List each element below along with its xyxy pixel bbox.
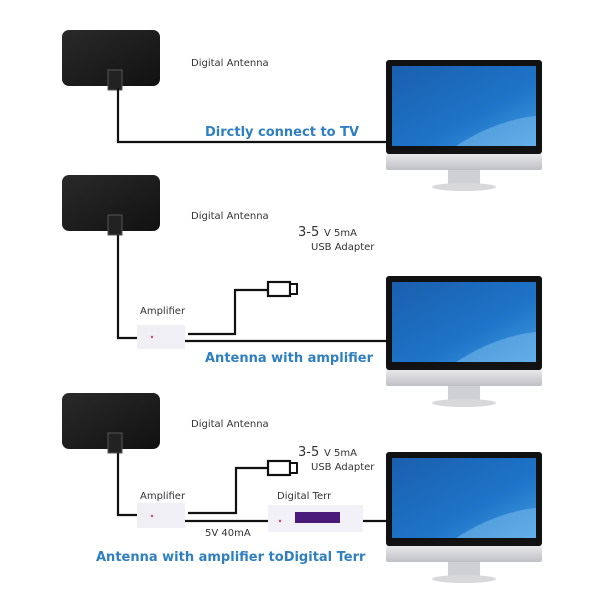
antenna-label: Digital Antenna <box>191 419 269 430</box>
usb-adapter-label: USB Adapter <box>311 462 375 473</box>
digital-terr-label: Digital Terr <box>277 491 332 502</box>
amplifier-box <box>137 503 185 528</box>
section-caption: Antenna with amplifier toDigital Terr <box>96 550 366 565</box>
usb-cable <box>188 466 268 515</box>
usb-plug-icon <box>266 459 299 477</box>
cable <box>116 235 137 340</box>
usb-plug-icon <box>266 280 299 298</box>
antenna-icon <box>61 29 161 91</box>
antenna-icon <box>61 392 161 454</box>
tv-monitor-icon <box>386 276 542 407</box>
section-direct: Digital Antenna Dirctly connect to TV <box>61 29 542 191</box>
cable <box>116 88 390 144</box>
antenna-label: Digital Antenna <box>191 58 269 69</box>
section-amplifier: Digital Antenna 3-5 V 5mA USB Adapter Am… <box>61 174 542 407</box>
voltage-value: 3-5 <box>298 445 319 460</box>
usb-cable <box>188 288 268 336</box>
cable <box>116 453 137 517</box>
section-caption: Dirctly connect to TV <box>205 125 359 140</box>
antenna-label: Digital Antenna <box>191 211 269 222</box>
terr-display <box>295 512 340 523</box>
tv-monitor-icon <box>386 452 542 583</box>
tv-monitor-icon <box>386 60 542 191</box>
section-caption: Antenna with amplifier <box>205 351 374 366</box>
voltage-value: 3-5 <box>298 225 319 240</box>
antenna-icon <box>61 174 161 236</box>
amplifier-label: Amplifier <box>140 306 186 317</box>
voltage-unit: V 5mA <box>324 448 357 459</box>
voltage-unit: V 5mA <box>324 228 357 239</box>
amplifier-box <box>137 325 185 349</box>
section-digital-terr: Digital Antenna 3-5 V 5mA USB Adapter Am… <box>61 392 542 583</box>
usb-adapter-label: USB Adapter <box>311 242 375 253</box>
amplifier-label: Amplifier <box>140 491 186 502</box>
power-label: 5V 40mA <box>205 528 251 539</box>
